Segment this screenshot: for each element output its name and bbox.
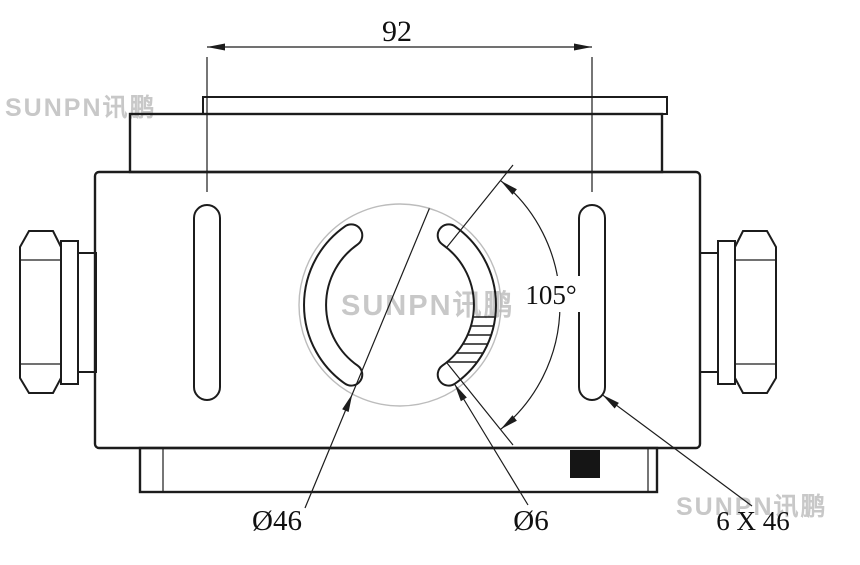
bottom-flange-step-lines [162,448,649,492]
leader-arrow-d6-icon [454,384,467,402]
angle-side-upper [446,164,514,248]
reference-circle [298,203,502,407]
right-hex-facet-lines [735,259,776,365]
left-hex-facet-lines [20,259,61,365]
leader-line-d6 [453,383,529,506]
part-geometry [19,96,777,494]
leader-slot-spec: 6 X 46 [602,394,790,536]
extension-lines [206,57,593,192]
right-hex-knob-outline [734,230,777,394]
angle-text-mask [518,276,586,312]
angle-arrow-bottom-icon [500,415,517,430]
label-large-diameter: Ø46 [252,505,302,537]
right-arc-slot [436,223,497,387]
watermark-top-left: SUNPN讯鹏 [5,94,157,122]
label-slot-spec: 6 X 46 [716,506,790,536]
leader-arrow-slot-icon [602,394,619,409]
dim-width-text: 92 [382,15,412,48]
dimension-angle-105: 105° [446,164,586,446]
left-hex-knob-outline [19,230,62,394]
leader-line-d46 [304,208,430,509]
left-arc-slot [303,223,364,387]
watermark-layer: SUNPN讯鹏 SUNPN讯鹏 SUNPN讯鹏 [5,94,828,521]
right-stub-outline [699,252,719,373]
left-stub-outline [77,252,97,373]
left-vertical-slot [193,204,221,401]
leader-small-diameter: Ø6 [453,383,549,537]
label-small-diameter: Ø6 [513,505,548,537]
leader-arrow-d46-icon [342,394,353,412]
top-lip-outline [202,96,668,115]
angle-side-lower [446,362,514,446]
angle-arrow-top-icon [500,180,517,195]
right-washer-outline [717,240,736,385]
dimension-width-92: 92 [206,15,593,192]
dim-arrow-right-icon [574,43,592,51]
left-washer-outline [60,240,79,385]
watermark-bottom-right: SUNPN讯鹏 [676,493,828,521]
arc-slot-hatching [447,316,496,363]
angle-text: 105° [525,280,576,310]
leader-large-diameter: Ø46 [252,208,430,537]
bottom-sensor-block [570,450,600,478]
top-flange-outline [128,112,664,174]
dim-arrow-left-icon [207,43,225,51]
leader-line-slot [602,394,753,507]
bottom-flange-outline [138,446,659,494]
